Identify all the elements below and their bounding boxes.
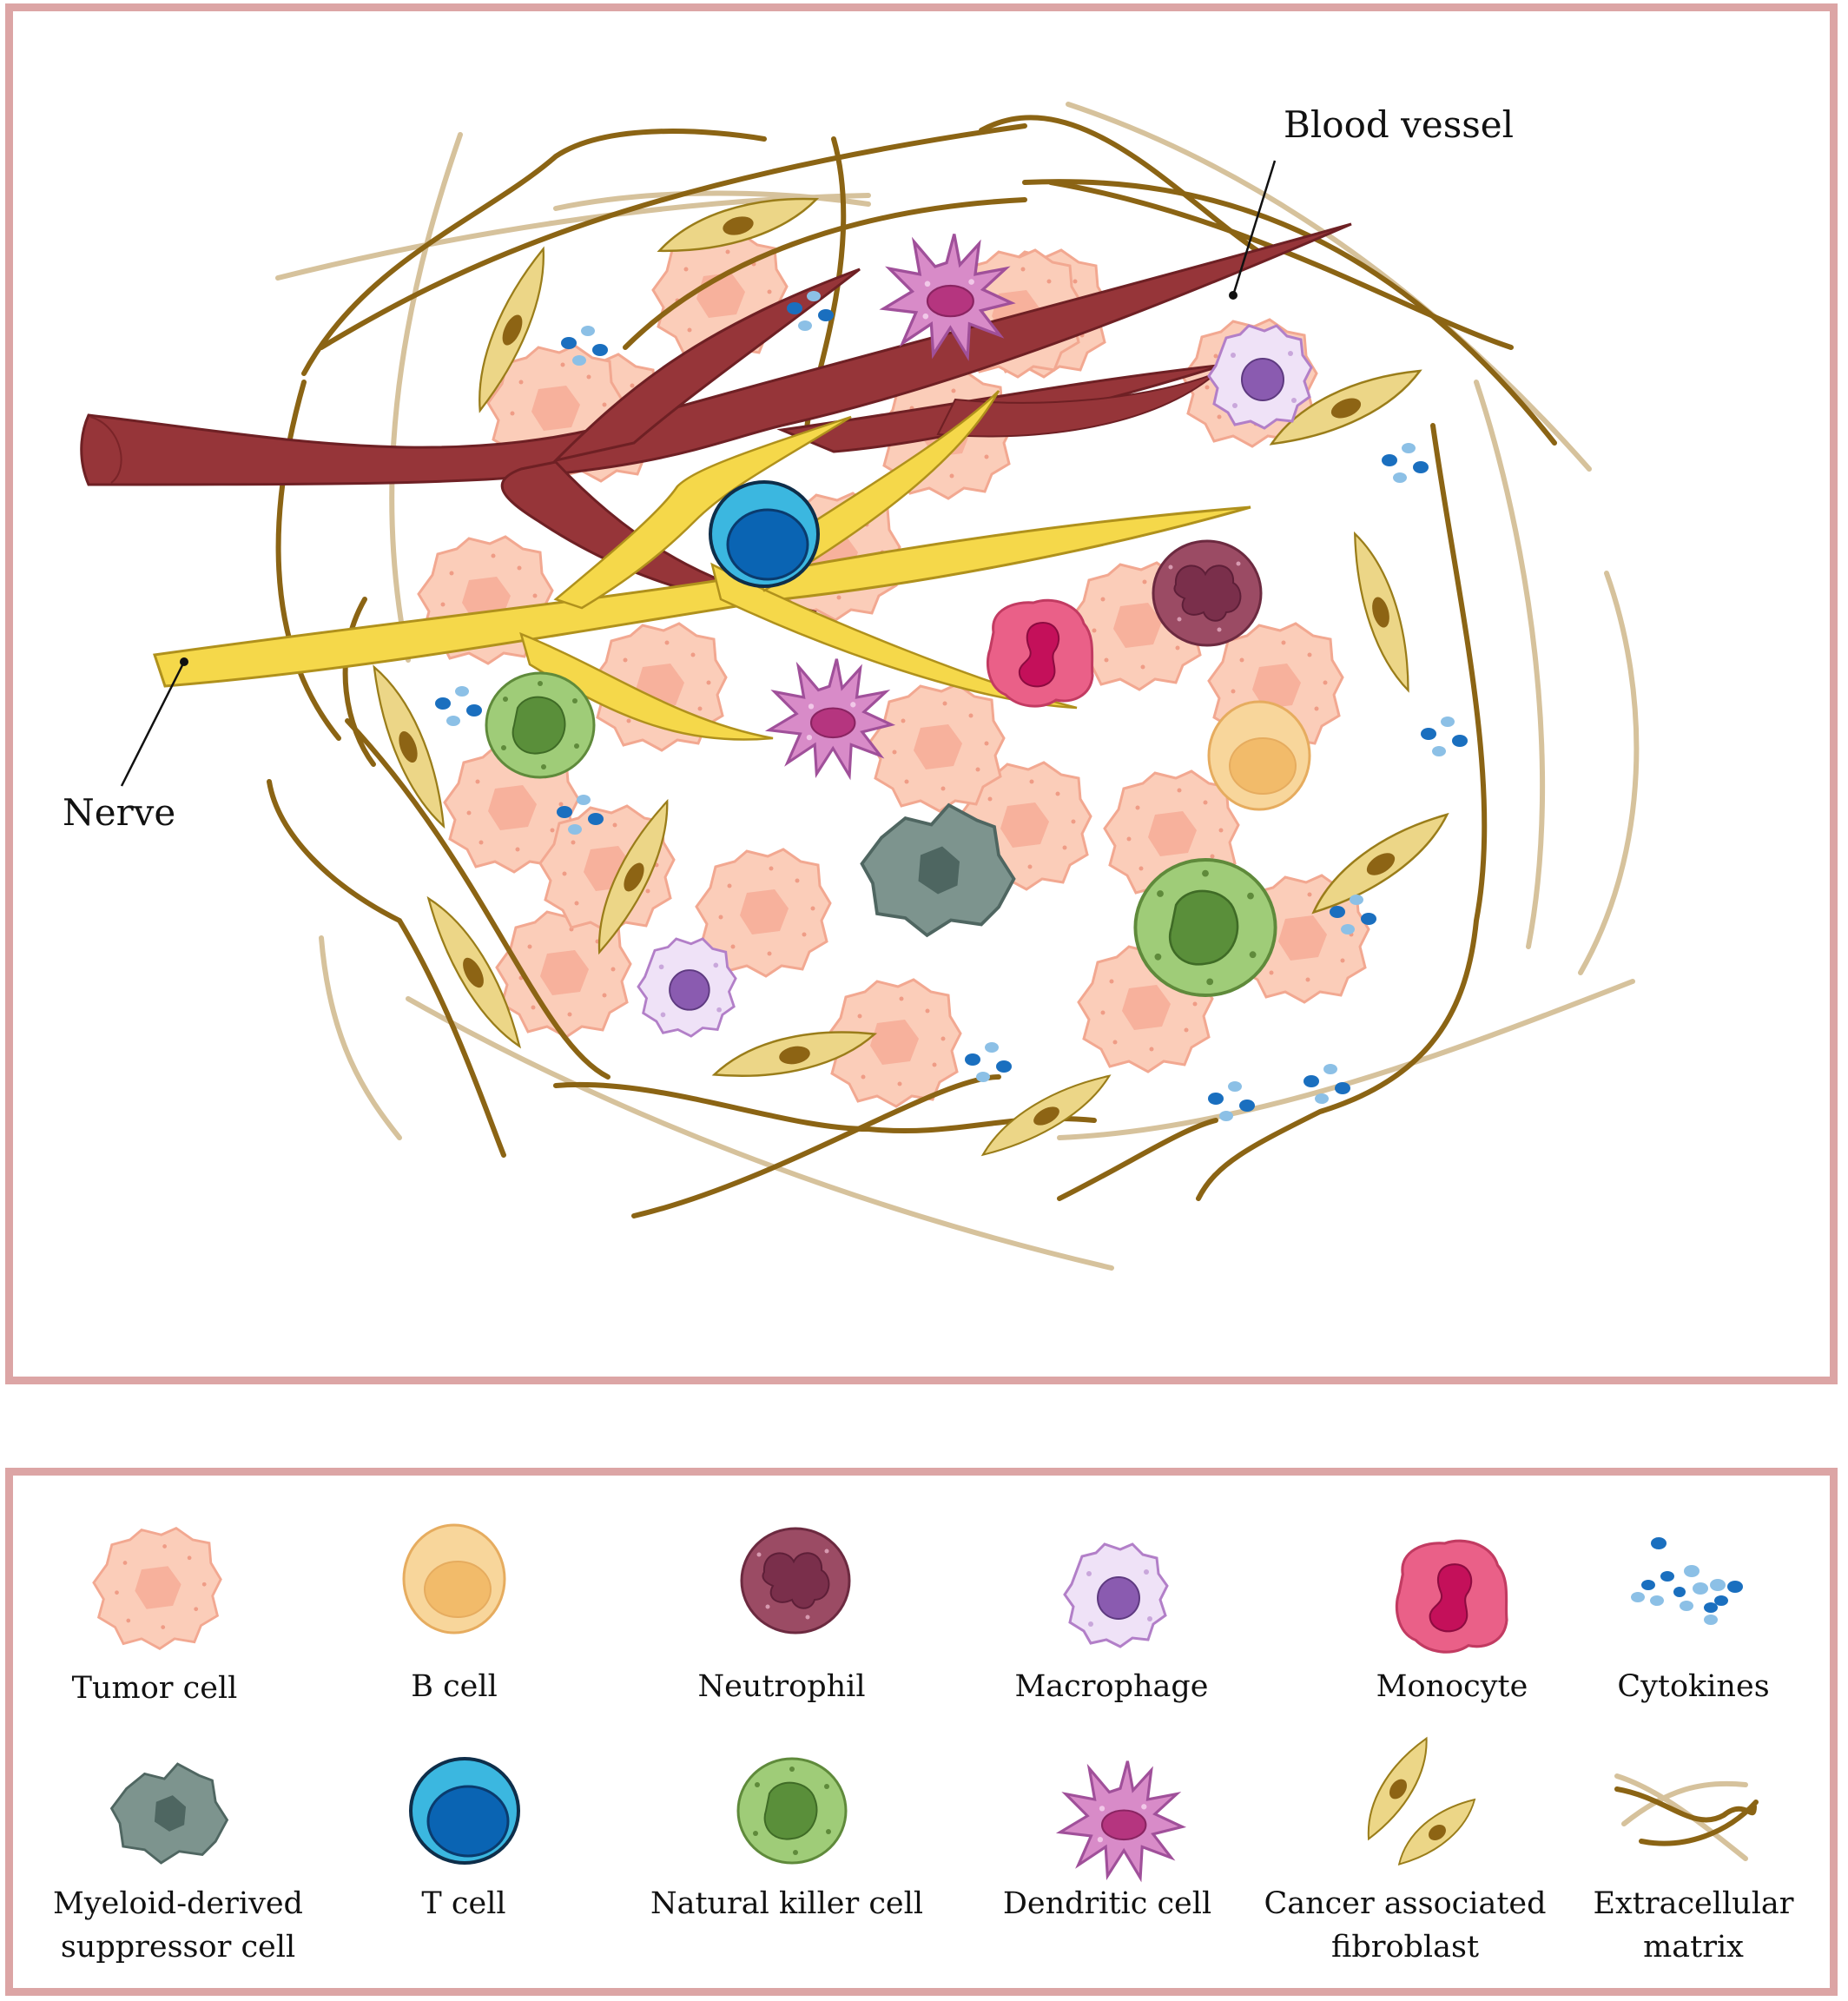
legend-fibroblast-icon [1351, 1732, 1486, 1872]
legend-nk-cell-label: Natural killer cell [650, 1886, 923, 1921]
legend-nk-cell-icon [736, 1757, 848, 1865]
legend-tumor-cell-label: Tumor cell [72, 1671, 238, 1706]
legend-monocyte-icon [1395, 1539, 1508, 1654]
legend-ecm-label-line2: matrix [1643, 1930, 1744, 1965]
legend-dendritic-cell-label: Dendritic cell [1003, 1886, 1211, 1921]
legend-cytokines-icon [1631, 1537, 1743, 1625]
legend-macrophage-icon [1063, 1542, 1169, 1648]
legend-b-cell-label: B cell [411, 1669, 498, 1704]
legend-tumor-cell-icon [92, 1527, 222, 1650]
blood-vessel-leader-line [1231, 160, 1277, 296]
light-ecm-fibers [275, 102, 1640, 1271]
legend-mdsc-label-line2: suppressor cell [61, 1930, 295, 1965]
legend-b-cell-icon [402, 1523, 506, 1634]
legend-neutrophil-icon [740, 1527, 851, 1634]
legend-cytokines-label: Cytokines [1617, 1669, 1769, 1704]
legend-monocyte-label: Monocyte [1376, 1669, 1528, 1704]
nerve-leader-line [120, 661, 186, 787]
legend: Tumor cell B cell Neutrophil Macrophage … [53, 1523, 1794, 1965]
legend-macrophage-label: Macrophage [1014, 1669, 1208, 1704]
blood-vessel [80, 222, 1352, 614]
legend-fibroblast-label-line2: fibroblast [1331, 1930, 1479, 1965]
legend-panel [5, 1468, 1838, 1996]
legend-fibroblast-label-line1: Cancer associated [1264, 1886, 1546, 1921]
legend-dendritic-cell-icon [1059, 1760, 1184, 1879]
legend-neutrophil-label: Neutrophil [697, 1669, 865, 1704]
legend-mdsc-label-line1: Myeloid-derived [53, 1886, 303, 1921]
blood-vessel-label: Blood vessel [1284, 103, 1514, 146]
legend-ecm-icon [1614, 1773, 1759, 1861]
callouts: Blood vessel Nerve [63, 103, 1514, 834]
dark-ecm-fibers [267, 115, 1557, 1218]
legend-mdsc-icon [110, 1762, 228, 1865]
nerve-label: Nerve [63, 791, 175, 834]
legend-t-cell-label: T cell [421, 1886, 505, 1921]
legend-ecm-label-line1: Extracellular [1594, 1886, 1794, 1921]
legend-t-cell-icon [409, 1757, 520, 1865]
